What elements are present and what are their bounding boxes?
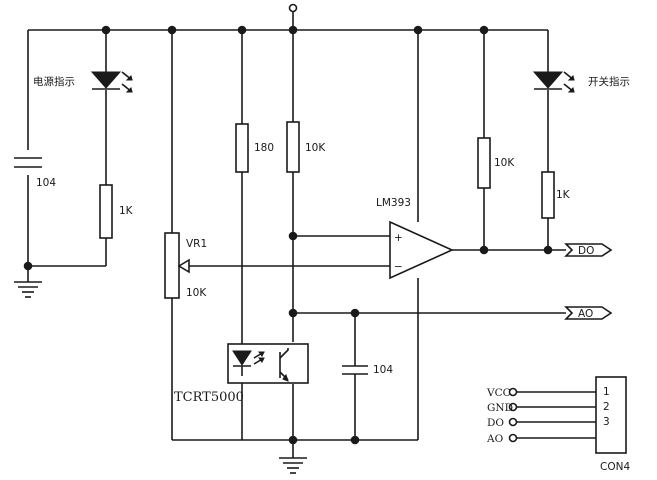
ao-net-text: AO bbox=[578, 308, 593, 320]
r-ir-value-label: 180 bbox=[254, 142, 274, 154]
tcrt5000-sensor-icon bbox=[227, 343, 309, 384]
connector-con4: VCC GND DO AO 1 2 3 CON4 bbox=[486, 376, 630, 473]
ao-net-label: AO bbox=[564, 306, 613, 320]
r-pullup-value-label: 10K bbox=[494, 157, 515, 169]
capacitor-c2: 104 bbox=[342, 364, 393, 376]
comparator-lm393: + − LM393 bbox=[376, 197, 454, 280]
pin-signal-do: DO bbox=[487, 417, 504, 429]
power-indicator-label: 电源指示 bbox=[33, 75, 75, 88]
junctions bbox=[23, 25, 553, 445]
r-led1-value-label: 1K bbox=[119, 205, 134, 217]
power-led-icon bbox=[90, 71, 133, 93]
switch-indicator-label: 开关指示 bbox=[588, 75, 630, 88]
resistor-180: 180 bbox=[235, 123, 274, 173]
ground-icon bbox=[14, 266, 42, 298]
comparator-label: LM393 bbox=[376, 197, 411, 209]
switch-led-icon bbox=[532, 71, 575, 93]
pin-signal-vcc: VCC bbox=[486, 387, 511, 399]
r-led2-value-label: 1K bbox=[556, 189, 571, 201]
pin-number-1: 1 bbox=[603, 386, 610, 398]
resistor-10k-pullup: 10K bbox=[477, 137, 515, 189]
vcc-terminal-icon bbox=[288, 3, 298, 13]
resistor-led2: 1K bbox=[541, 171, 571, 219]
pin-number-2: 2 bbox=[603, 401, 610, 413]
c1-value-label: 104 bbox=[36, 177, 56, 189]
capacitor-c1: 104 bbox=[14, 157, 56, 189]
connector-name-label: CON4 bbox=[600, 461, 630, 473]
resistor-led1: 1K bbox=[99, 184, 134, 239]
wiring bbox=[27, 12, 566, 458]
c2-value-label: 104 bbox=[373, 364, 393, 376]
plus-sign: + bbox=[394, 232, 403, 244]
vr-name-label: VR1 bbox=[186, 238, 207, 250]
ground-bottom-icon bbox=[279, 457, 307, 474]
minus-sign: − bbox=[394, 261, 403, 273]
resistor-10k-middle: 10K bbox=[286, 121, 326, 173]
do-net-label: DO bbox=[564, 243, 613, 257]
pin-signal-gnd: GND bbox=[487, 402, 513, 414]
sensor-name-label: TCRT5000 bbox=[174, 390, 244, 405]
pin-number-3: 3 bbox=[603, 416, 610, 428]
do-net-text: DO bbox=[578, 245, 594, 257]
pin-signal-ao: AO bbox=[486, 433, 504, 445]
vr-value-label: 10K bbox=[186, 287, 207, 299]
potentiometer-vr1: VR1 10K bbox=[164, 232, 207, 299]
r-mid-value-label: 10K bbox=[305, 142, 326, 154]
